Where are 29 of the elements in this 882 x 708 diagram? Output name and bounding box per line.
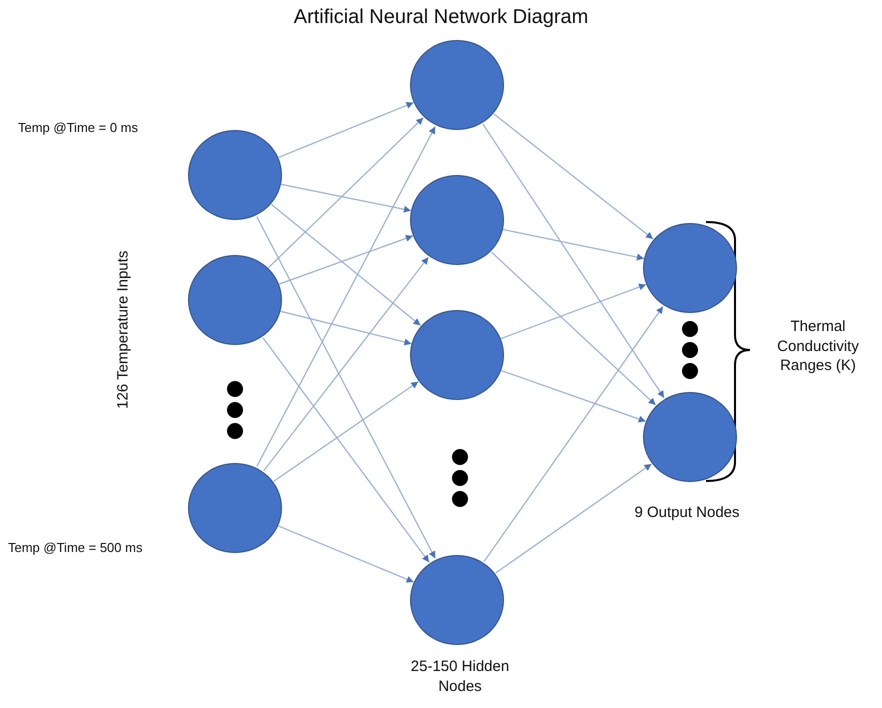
arrow — [256, 126, 436, 467]
arrow — [280, 310, 412, 346]
arrow — [278, 525, 414, 583]
arrow — [494, 114, 654, 240]
node-circle — [643, 222, 737, 314]
layer-label: 25-150 Hidden Nodes — [410, 657, 510, 696]
node-circle — [643, 392, 737, 482]
title: Artificial Neural Network Diagram — [292, 5, 590, 30]
arrow — [263, 256, 429, 472]
arrow — [501, 370, 646, 422]
arrow — [495, 463, 652, 574]
arrow — [502, 228, 644, 261]
layer-label: 9 Output Nodes — [633, 503, 741, 522]
arrow — [268, 117, 424, 268]
arrow — [482, 124, 665, 398]
arrow — [280, 184, 412, 213]
arrow — [279, 235, 413, 285]
arrow — [491, 252, 656, 406]
arrow — [256, 216, 436, 559]
arrow — [273, 381, 419, 482]
arrow — [271, 204, 421, 326]
arrow — [262, 337, 430, 563]
arrow — [500, 284, 646, 340]
input-caption: Temp @Time = 500 ms — [8, 540, 142, 557]
layer-label: Thermal Conductivity Ranges (K) — [776, 317, 860, 376]
arrow — [484, 306, 664, 562]
layer-label: 126 Temperature Inputs — [113, 250, 132, 411]
arrow — [278, 102, 414, 158]
input-caption: Temp @Time = 0 ms — [18, 120, 138, 137]
